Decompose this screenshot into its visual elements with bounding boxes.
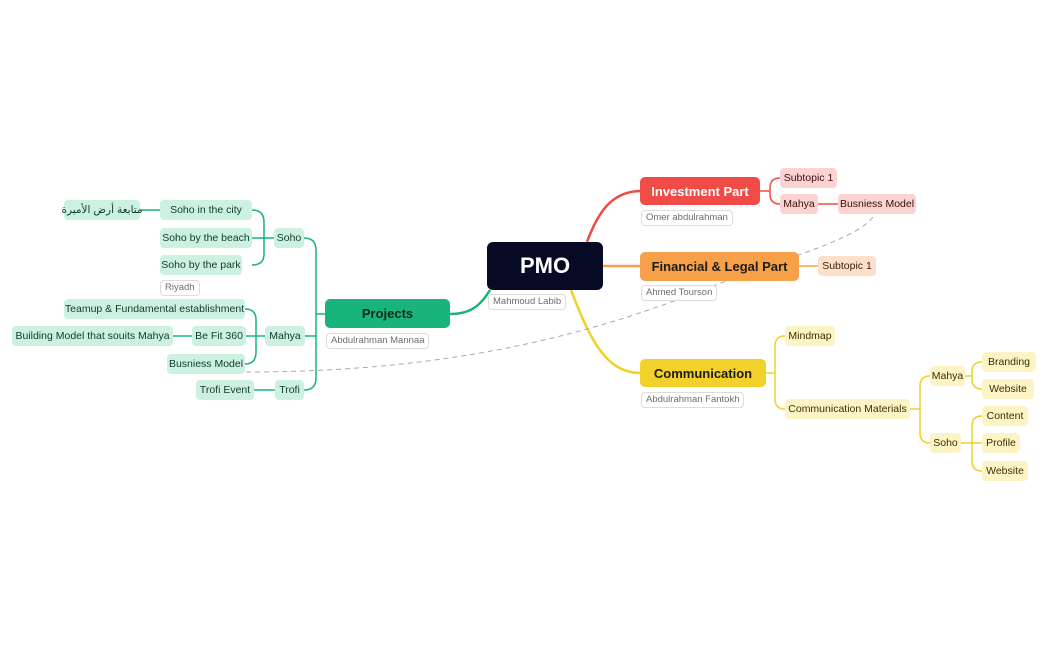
root-topic[interactable]: PMO — [487, 242, 603, 290]
communication-mindmap[interactable]: Mindmap — [785, 326, 835, 346]
root-owner-label: Mahmoud Labib — [488, 294, 567, 310]
investment-business-model[interactable]: Busniess Model — [838, 194, 916, 214]
park-location-label: Riyadh — [160, 280, 200, 296]
investment-subtopic-1[interactable]: Subtopic 1 — [780, 168, 837, 188]
topic-financial-legal[interactable]: Financial & Legal Part — [640, 252, 799, 281]
mahya-branding[interactable]: Branding — [982, 352, 1036, 372]
communication-materials[interactable]: Communication Materials — [785, 399, 910, 419]
materials-soho[interactable]: Soho — [930, 433, 961, 453]
investment-owner-label: Omer abdulrahman — [641, 210, 733, 226]
projects-trofi[interactable]: Trofi — [275, 380, 304, 400]
materials-mahya[interactable]: Mahya — [930, 366, 965, 386]
soho-content[interactable]: Content — [982, 406, 1028, 426]
soho-by-the-beach[interactable]: Soho by the beach — [160, 228, 252, 248]
trofi-event[interactable]: Trofi Event — [196, 380, 254, 400]
projects-mahya[interactable]: Mahya — [265, 326, 305, 346]
soho-by-the-park[interactable]: Soho by the park — [160, 255, 242, 275]
projects-owner-label: Abdulrahman Mannaa — [326, 333, 430, 349]
topic-investment[interactable]: Investment Part — [640, 177, 760, 205]
mahya-be-fit-360[interactable]: Be Fit 360 — [192, 326, 246, 346]
mahya-teamup[interactable]: Teamup & Fundamental establishment — [64, 299, 245, 319]
befit-building-model[interactable]: Building Model that souits Mahya — [12, 326, 173, 346]
mahya-business-model[interactable]: Busniess Model — [167, 354, 245, 374]
topic-communication[interactable]: Communication — [640, 359, 766, 387]
soho-website[interactable]: Website — [982, 461, 1028, 481]
projects-soho[interactable]: Soho — [274, 228, 304, 248]
soho-profile[interactable]: Profile — [982, 433, 1020, 453]
soho-city-arabic-item[interactable]: متابعة أرض الأميرة — [61, 200, 143, 220]
investment-mahya[interactable]: Mahya — [780, 194, 818, 214]
topic-projects[interactable]: Projects — [325, 299, 450, 328]
financial-subtopic-1[interactable]: Subtopic 1 — [818, 256, 876, 276]
communication-owner-label: Abdulrahman Fantokh — [641, 392, 745, 408]
soho-in-the-city[interactable]: Soho in the city — [160, 200, 252, 220]
financial-owner-label: Ahmed Tourson — [641, 285, 718, 301]
mahya-website[interactable]: Website — [982, 379, 1034, 399]
